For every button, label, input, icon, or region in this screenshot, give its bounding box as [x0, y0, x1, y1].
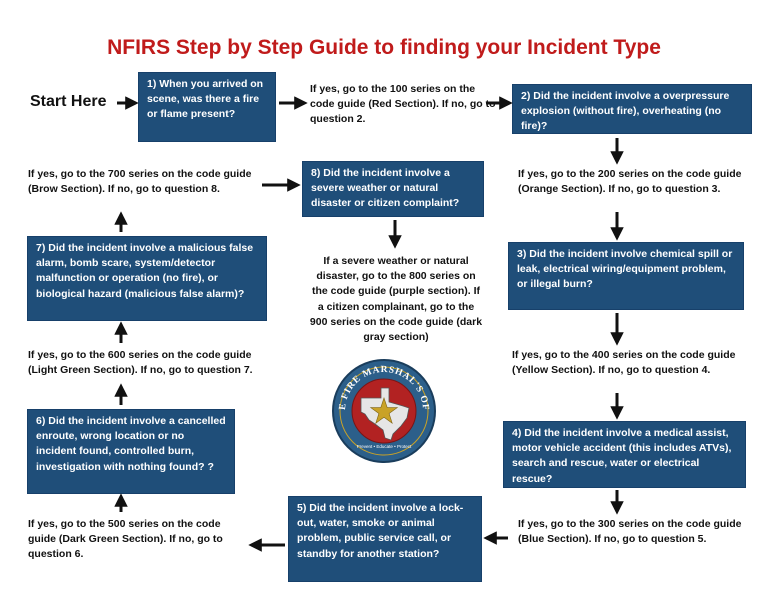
question-2-box: 2) Did the incident involve a overpressu… [512, 84, 752, 134]
answer-8-text: If a severe weather or natural disaster,… [309, 255, 483, 344]
page-title: NFIRS Step by Step Guide to finding your… [107, 36, 661, 59]
question-3-box: 3) Did the incident involve chemical spi… [508, 242, 744, 310]
answer-1-text: If yes, go to the 100 series on the code… [310, 83, 496, 126]
answer-6-text: If yes, go to the 600 series on the code… [28, 349, 253, 377]
start-here-label: Start Here [30, 93, 107, 110]
question-5-box: 5) Did the incident involve a lock-out, … [288, 496, 482, 582]
state-fire-marshal-seal-icon: STATE FIRE MARSHAL'S OFFICE Prevent • Ed… [331, 358, 436, 463]
question-8-text: 8) Did the incident involve a severe wea… [311, 167, 460, 210]
question-6-box: 6) Did the incident involve a cancelled … [27, 409, 235, 494]
question-3-text: 3) Did the incident involve chemical spi… [517, 248, 733, 291]
question-1-text: 1) When you arrived on scene, was there … [147, 78, 264, 121]
question-8-box: 8) Did the incident involve a severe wea… [302, 161, 484, 217]
seal-motto: Prevent • Educate • Protect [357, 444, 412, 449]
question-2-text: 2) Did the incident involve a overpressu… [521, 90, 730, 133]
question-5-text: 5) Did the incident involve a lock-out, … [297, 502, 464, 560]
question-1-box: 1) When you arrived on scene, was there … [138, 72, 276, 142]
question-7-box: 7) Did the incident involve a malicious … [27, 236, 267, 321]
answer-4-text: If yes, go to the 300 series on the code… [518, 518, 742, 546]
answer-5-text: If yes, go to the 500 series on the code… [28, 518, 223, 561]
question-4-text: 4) Did the incident involve a medical as… [512, 427, 732, 485]
answer-3-text: If yes, go to the 400 series on the code… [512, 349, 736, 377]
question-6-text: 6) Did the incident involve a cancelled … [36, 415, 226, 473]
answer-7-text: If yes, go to the 700 series on the code… [28, 168, 252, 196]
answer-2-text: If yes, go to the 200 series on the code… [518, 168, 742, 196]
question-7-text: 7) Did the incident involve a malicious … [36, 242, 254, 300]
question-4-box: 4) Did the incident involve a medical as… [503, 421, 746, 488]
